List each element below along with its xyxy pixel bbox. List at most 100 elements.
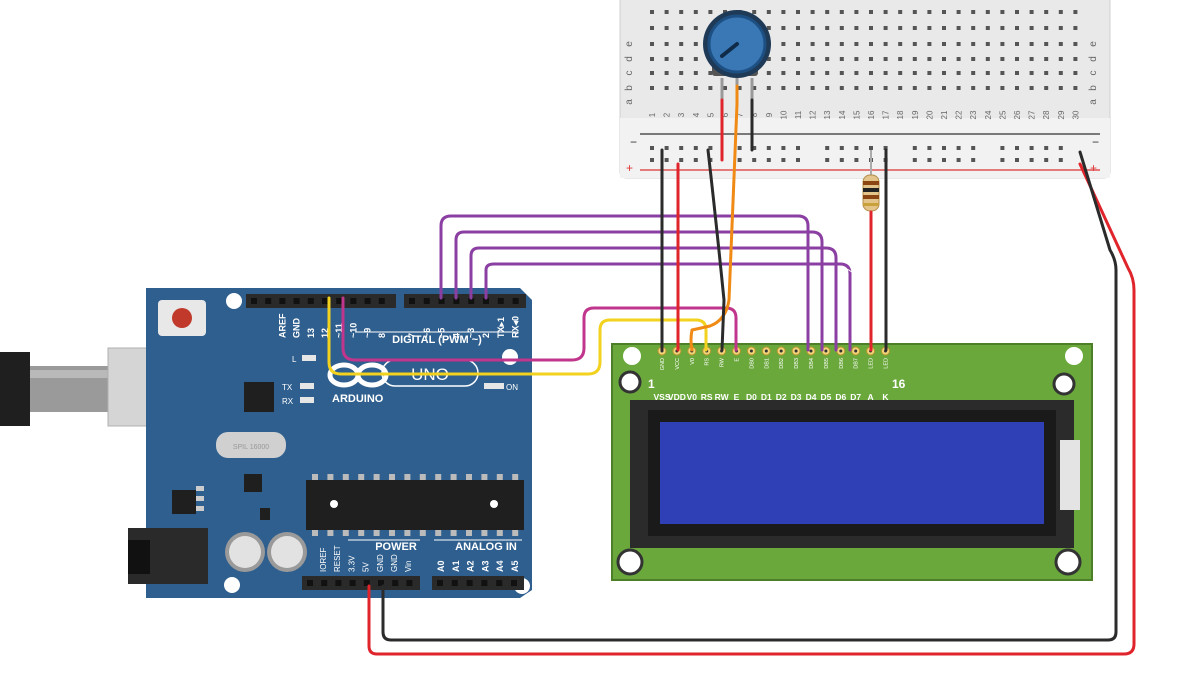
breadboard-hole [839, 86, 844, 90]
transistor [260, 508, 270, 520]
wire-d3-lcd-d6[interactable] [469, 246, 838, 352]
breadboard-hole [810, 42, 815, 46]
column-number: 24 [984, 110, 993, 119]
breadboard-hole [708, 86, 713, 90]
breadboard-hole [1058, 10, 1063, 14]
breadboard-hole [942, 10, 946, 14]
wire-d11-lcd-e[interactable] [341, 296, 738, 362]
breadboard-hole [956, 86, 961, 90]
digital-pin-socket[interactable] [483, 298, 489, 304]
chip-leg [404, 474, 411, 480]
wire-5v-rail[interactable] [367, 162, 1136, 656]
analog-pin-socket[interactable] [437, 580, 443, 586]
analog-pin-socket[interactable] [481, 580, 488, 586]
digital-pin-socket[interactable] [293, 298, 300, 304]
digital-pin-socket[interactable] [512, 298, 519, 304]
row-letter-right: e [1088, 41, 1099, 47]
column-number: 29 [1057, 110, 1066, 119]
power-pin-socket[interactable] [406, 580, 413, 586]
digital-pin-socket[interactable] [409, 298, 415, 304]
digital-pin-socket[interactable] [279, 298, 286, 304]
digital-pin-socket[interactable] [251, 298, 257, 304]
potentiometer[interactable] [703, 10, 771, 104]
digital-pin-socket[interactable] [350, 298, 357, 304]
analog-pin-socket[interactable] [451, 580, 458, 586]
lcd-screen [660, 422, 1044, 524]
analog-pin-socket[interactable] [511, 580, 517, 586]
breadboard-hole [1073, 42, 1078, 46]
power-pin-label: GND [376, 554, 385, 572]
rail-hole [912, 146, 917, 150]
breadboard-hole [781, 42, 786, 46]
analog-pin-socket[interactable] [496, 580, 503, 586]
breadboard-hole [708, 71, 713, 75]
digital-pin-socket[interactable] [307, 298, 314, 304]
breadboard-hole [679, 26, 684, 30]
lcd-pin-label: E [734, 392, 740, 402]
lcd-pin-label: D7 [850, 392, 861, 402]
power-pin-socket[interactable] [307, 580, 313, 586]
rail-hole [825, 158, 830, 162]
digital-pin-socket[interactable] [378, 298, 385, 304]
wire-pot-lcd-v0[interactable] [689, 84, 739, 352]
rail-hole [1000, 146, 1005, 150]
power-pin-socket[interactable] [392, 580, 399, 586]
digital-pin-socket[interactable] [265, 298, 272, 304]
breadboard-hole [985, 10, 990, 14]
power-pin-socket[interactable] [363, 580, 370, 586]
chip-leg [512, 530, 519, 536]
breadboard-hole [781, 10, 786, 14]
breadboard-hole [664, 10, 669, 14]
analog-pin-socket[interactable] [466, 580, 473, 586]
reset-button[interactable] [172, 308, 192, 328]
lcd-pin-label: RS [701, 392, 713, 402]
breadboard-hole [781, 86, 786, 90]
row-letter-right: b [1088, 85, 1099, 91]
breadboard-hole [912, 26, 917, 30]
breadboard-hole [854, 26, 859, 30]
voltage-regulator [172, 490, 196, 514]
breadboard-hole [1029, 57, 1034, 61]
wire-d5-lcd-d4[interactable] [439, 214, 810, 352]
power-pin-socket[interactable] [321, 580, 328, 586]
wire-d12-lcd-rs[interactable] [327, 296, 708, 376]
lcd-hole-1 [623, 347, 641, 365]
digital-pin-label: ~10 [348, 323, 358, 338]
digital-pin-socket[interactable] [423, 298, 430, 304]
breadboard-hole [1044, 10, 1049, 14]
digital-pin-socket[interactable] [322, 298, 328, 304]
chip-leg [312, 530, 318, 536]
lcd-pin-hole [839, 349, 843, 353]
digital-pin-socket[interactable] [497, 298, 504, 304]
breadboard-hole [839, 71, 844, 75]
breadboard-hole [679, 42, 684, 46]
lcd-pin-label: D6 [835, 392, 846, 402]
wire-gnd-rail[interactable] [381, 150, 1118, 642]
rail-hole [752, 158, 757, 162]
power-pin-socket[interactable] [335, 580, 342, 586]
chip-leg [481, 530, 488, 536]
chip-leg [358, 530, 365, 536]
chip-leg [342, 474, 349, 480]
power-pin-socket[interactable] [378, 580, 384, 586]
breadboard-hole [766, 10, 771, 14]
rail-minus-label-left: − [630, 135, 637, 149]
digital-pin-socket[interactable] [468, 298, 475, 304]
digital-pin-socket[interactable] [453, 298, 460, 304]
digital-pin-socket[interactable] [438, 298, 445, 304]
rail-hole [679, 146, 684, 150]
column-number: 10 [779, 110, 788, 119]
capacitor-2-top [271, 536, 303, 568]
digital-pin-socket[interactable] [364, 298, 371, 304]
digital-header-right [404, 294, 526, 308]
row-letter-left: d [624, 56, 635, 62]
wire-d4-lcd-d5[interactable] [454, 230, 824, 352]
power-pin-socket[interactable] [349, 580, 356, 586]
breadboard-hole [1000, 57, 1005, 61]
led-tx [300, 383, 314, 389]
wire-rail-lcd-rw[interactable] [706, 148, 726, 352]
lcd-pcb-border [611, 343, 1093, 581]
digital-pin-socket[interactable] [336, 298, 343, 304]
